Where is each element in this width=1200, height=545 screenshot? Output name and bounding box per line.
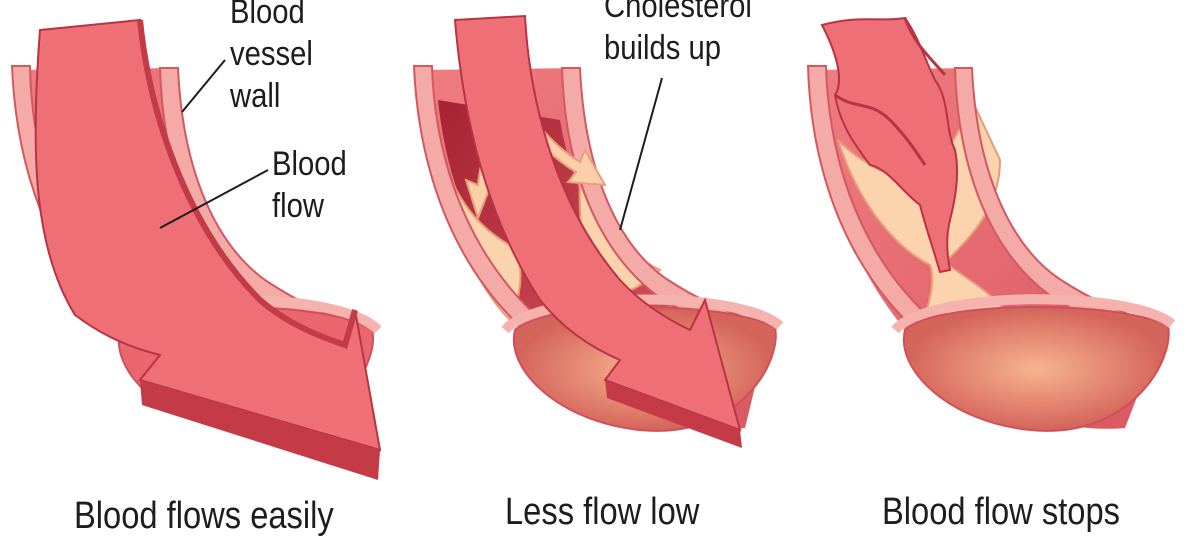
panel-healthy-vessel bbox=[10, 18, 382, 480]
stopped-flow-arrow-fold bbox=[834, 93, 927, 166]
blood-flow-label-line-1: Blood bbox=[272, 145, 347, 183]
blood-flow-leader bbox=[159, 169, 269, 229]
panel-blocked-vessel bbox=[806, 16, 1176, 432]
vessel-opening bbox=[902, 305, 1170, 432]
panel-narrowing-vessel bbox=[412, 14, 784, 448]
vessel-wall-label-line-2: vessel bbox=[230, 35, 313, 73]
cholesterol-label-line-2: builds up bbox=[604, 29, 722, 67]
cholesterol-leader bbox=[619, 77, 663, 231]
caption-healthy: Blood flows easily bbox=[74, 495, 334, 537]
cholesterol-label-line-1: Cholesterol bbox=[604, 0, 752, 25]
blood-flow-arrow-edge bbox=[137, 19, 358, 349]
blood-flow-arrow-side bbox=[140, 380, 380, 480]
caption-narrowing: Less flow low bbox=[505, 491, 700, 533]
caption-blocked: Blood flow stops bbox=[882, 491, 1120, 533]
vessel-wall-leader bbox=[181, 59, 226, 113]
vessel-opening-rim bbox=[891, 294, 1176, 334]
blood-flow-label-line-2: flow bbox=[272, 187, 325, 225]
vessel-wall-label-line-3: wall bbox=[230, 77, 281, 115]
vessel-wall-label-line-1: Blood bbox=[230, 0, 305, 31]
blood-flow-arrow-side bbox=[605, 380, 742, 448]
stopped-flow-arrow-fold bbox=[903, 17, 947, 76]
